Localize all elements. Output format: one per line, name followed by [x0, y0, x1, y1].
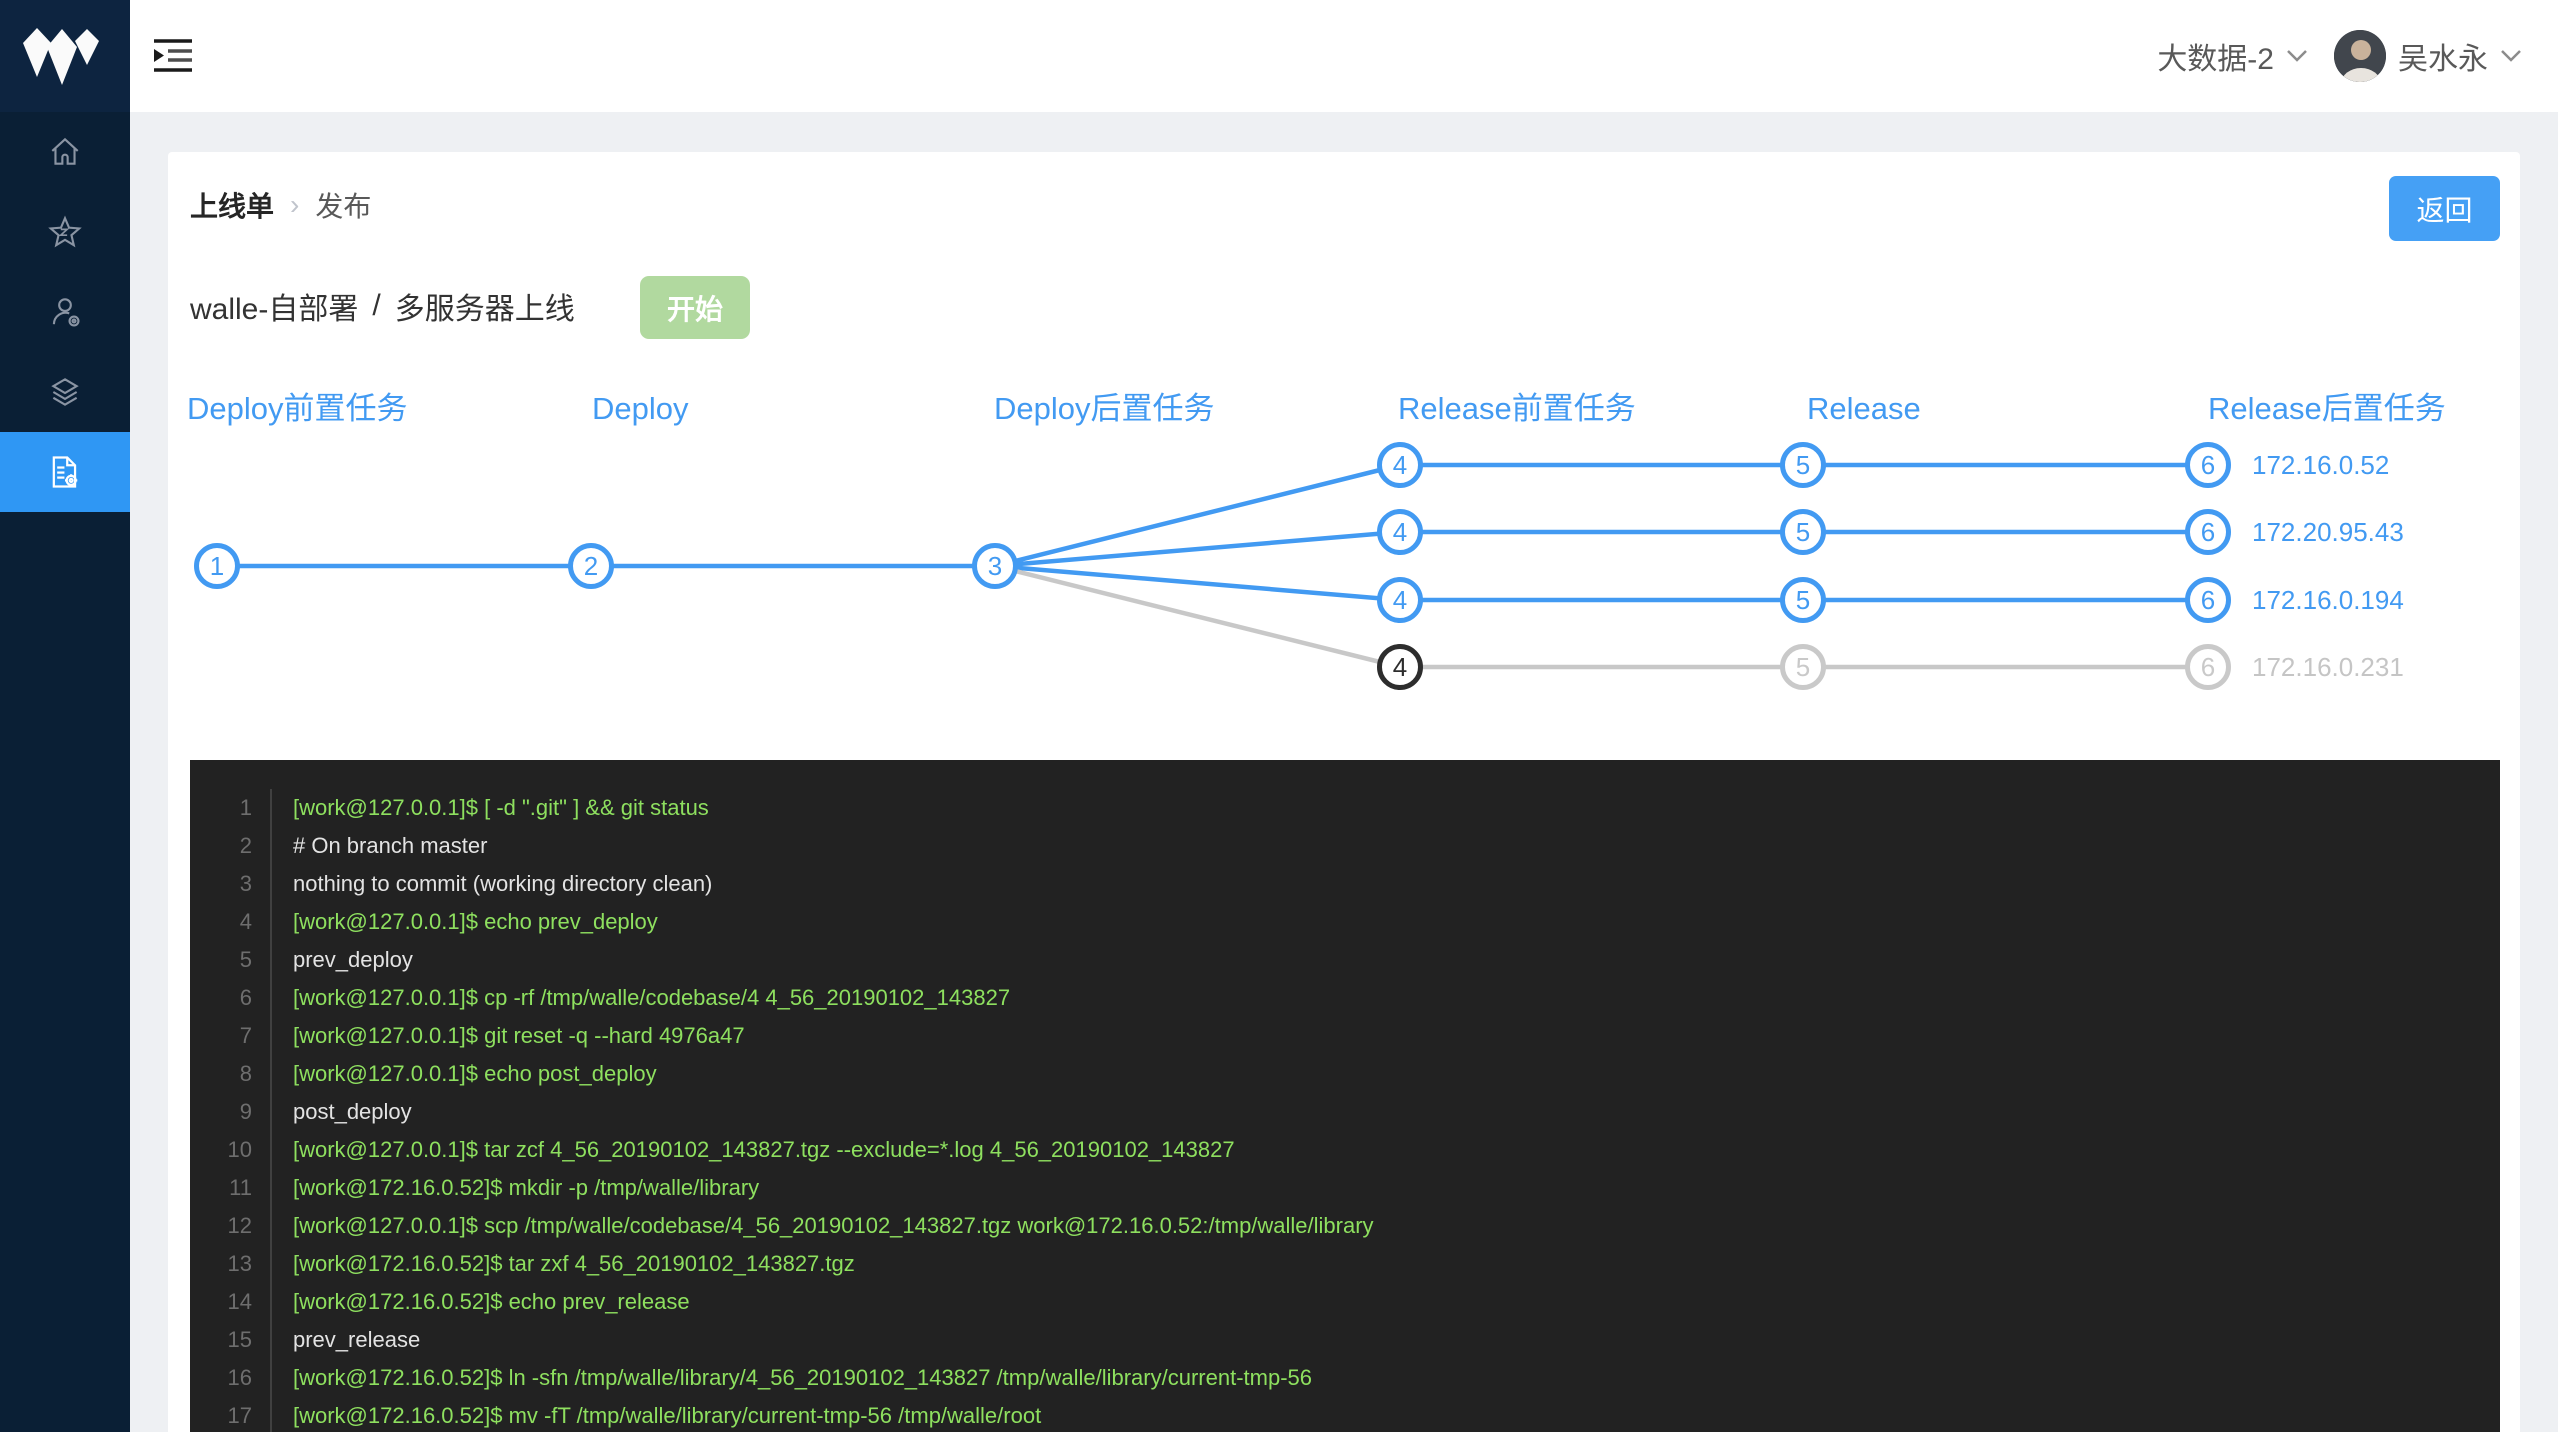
stage-release-post: Release后置任务 — [2208, 391, 2446, 426]
layers-icon — [51, 378, 79, 406]
pipeline-node-1[interactable]: 1 — [194, 543, 240, 589]
console-line: 11[work@172.16.0.52]$ mkdir -p /tmp/wall… — [190, 1169, 2500, 1207]
pipeline-node-3[interactable]: 3 — [972, 543, 1018, 589]
project-selector-label: 大数据-2 — [2157, 43, 2274, 76]
console-line: 16[work@172.16.0.52]$ ln -sfn /tmp/walle… — [190, 1359, 2500, 1397]
console-line: 14[work@172.16.0.52]$ echo prev_release — [190, 1283, 2500, 1321]
stage-deploy-pre: Deploy前置任务 — [187, 391, 408, 426]
stage-release-pre: Release前置任务 — [1398, 391, 1636, 426]
console-line: 10[work@127.0.0.1]$ tar zcf 4_56_2019010… — [190, 1131, 2500, 1169]
pipeline-node-5-host2[interactable]: 5 — [1780, 509, 1826, 555]
pipeline-node-4-host2[interactable]: 4 — [1377, 509, 1423, 555]
title-separator: / — [372, 289, 381, 322]
console-line: 17[work@172.16.0.52]$ mv -fT /tmp/walle/… — [190, 1397, 2500, 1432]
project-name: walle-自部署 — [190, 293, 359, 326]
pipeline-node-2[interactable]: 2 — [568, 543, 614, 589]
sidebar-item-projects[interactable] — [0, 352, 130, 432]
pipeline-node-6-host1[interactable]: 6 — [2185, 442, 2231, 488]
main-card: 上线单 › 发布 返回 walle-自部署 / 多服务器上线 开始 Deploy… — [168, 152, 2520, 1432]
sidebar-item-deployments[interactable] — [0, 432, 130, 512]
user-menu[interactable]: 吴水永 — [2334, 30, 2522, 82]
breadcrumb-current: 发布 — [315, 191, 372, 222]
chevron-down-icon — [2501, 50, 2521, 62]
chevron-down-icon — [2287, 50, 2307, 62]
console-line: 2# On branch master — [190, 827, 2500, 865]
pipeline-node-4-host1[interactable]: 4 — [1377, 442, 1423, 488]
deploy-doc-gear-icon — [52, 456, 78, 488]
home-icon — [51, 137, 79, 165]
task-name: 多服务器上线 — [394, 293, 575, 326]
console-line: 12[work@127.0.0.1]$ scp /tmp/walle/codeb… — [190, 1207, 2500, 1245]
stage-release: Release — [1807, 391, 1921, 426]
pipeline-node-6-host2[interactable]: 6 — [2185, 509, 2231, 555]
breadcrumb: 上线单 › 发布 — [190, 185, 371, 225]
pipeline-node-4-host4-running[interactable]: 4 — [1377, 644, 1423, 690]
sidebar-item-home[interactable] — [0, 112, 130, 192]
console-output[interactable]: 1[work@127.0.0.1]$ [ -d ".git" ] && git … — [190, 760, 2500, 1432]
start-button[interactable]: 开始 — [640, 276, 750, 339]
top-bar: 大数据-2 吴水永 — [0, 0, 2558, 112]
console-line: 1[work@127.0.0.1]$ [ -d ".git" ] && git … — [190, 789, 2500, 827]
back-button[interactable]: 返回 — [2389, 176, 2500, 241]
stage-deploy-post: Deploy后置任务 — [994, 391, 1215, 426]
user-name-label: 吴水永 — [2398, 43, 2488, 76]
console-line: 8[work@127.0.0.1]$ echo post_deploy — [190, 1055, 2500, 1093]
console-line: 7[work@127.0.0.1]$ git reset -q --hard 4… — [190, 1017, 2500, 1055]
console-line: 4[work@127.0.0.1]$ echo prev_deploy — [190, 903, 2500, 941]
pipeline-node-5-host1[interactable]: 5 — [1780, 442, 1826, 488]
star-icon — [48, 215, 82, 248]
breadcrumb-separator: › — [290, 189, 300, 220]
menu-unfold-icon[interactable] — [152, 36, 194, 76]
project-selector[interactable]: 大数据-2 — [2157, 34, 2308, 78]
walle-logo[interactable] — [0, 0, 130, 112]
pipeline-node-6-host4[interactable]: 6 — [2185, 644, 2231, 690]
avatar — [2334, 30, 2386, 82]
host-ip-label-1[interactable]: 172.16.0.52 — [2252, 450, 2390, 480]
page-title: walle-自部署 / 多服务器上线 — [190, 284, 575, 328]
console-line: 6[work@127.0.0.1]$ cp -rf /tmp/walle/cod… — [190, 979, 2500, 1017]
host-ip-label-2[interactable]: 172.20.95.43 — [2252, 517, 2404, 547]
pipeline-node-5-host3[interactable]: 5 — [1780, 577, 1826, 623]
walle-w-icon — [23, 28, 99, 85]
sidebar-item-favorites[interactable] — [0, 192, 130, 272]
sidebar-item-user-settings[interactable] — [0, 272, 130, 352]
sidebar — [0, 112, 130, 1432]
host-ip-label-3[interactable]: 172.16.0.194 — [2252, 585, 2404, 615]
stage-deploy: Deploy — [592, 391, 689, 426]
pipeline-node-5-host4[interactable]: 5 — [1780, 644, 1826, 690]
host-ip-label-4[interactable]: 172.16.0.231 — [2252, 652, 2404, 682]
user-settings-icon — [52, 298, 80, 327]
pipeline-node-6-host3[interactable]: 6 — [2185, 577, 2231, 623]
pipeline-node-4-host3[interactable]: 4 — [1377, 577, 1423, 623]
console-line: 13[work@172.16.0.52]$ tar zxf 4_56_20190… — [190, 1245, 2500, 1283]
breadcrumb-deploy-list[interactable]: 上线单 — [190, 191, 275, 222]
